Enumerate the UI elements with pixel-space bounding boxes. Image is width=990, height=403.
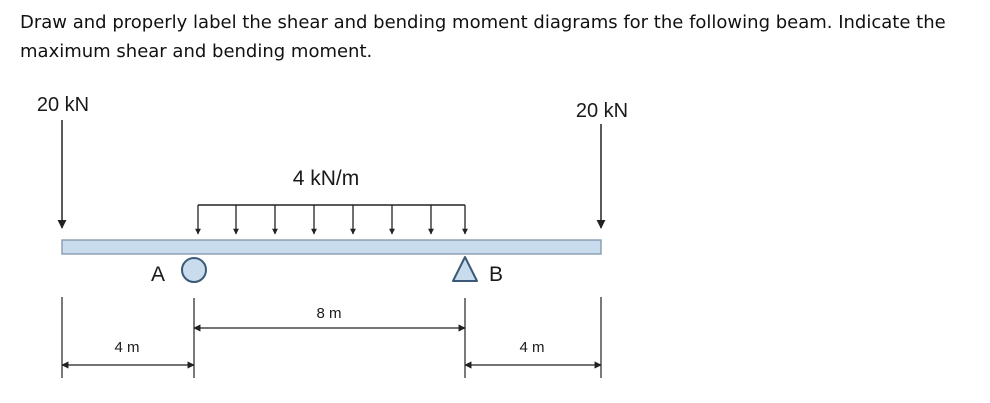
support-b: B [452,256,503,286]
left-load-label: 20 kN [37,94,89,116]
dimension-middle-span: 8 m [193,305,466,332]
distributed-load-label: 4 kN/m [293,167,360,190]
middle-span-label: 8 m [316,305,341,322]
distributed-load: 4 kN/m [195,167,468,235]
support-b-label: B [489,263,503,286]
problem-statement: Draw and properly label the shear and be… [20,8,970,66]
pin-support-icon [452,256,478,282]
problem-line-1: Draw and properly label the shear and be… [20,12,946,33]
beam [61,239,602,255]
right-load-label: 20 kN [576,100,628,122]
dimension-right-span: 4 m [464,339,602,369]
support-a-label: A [151,263,165,286]
roller-support-icon [181,257,207,283]
right-point-load: 20 kN [576,100,628,229]
right-span-label: 4 m [519,339,544,356]
left-span-label: 4 m [114,339,139,356]
support-a: A [151,257,207,286]
dimension-left-span: 4 m [61,339,195,369]
problem-line-2: maximum shear and bending moment. [20,41,373,62]
left-point-load: 20 kN [37,94,89,229]
